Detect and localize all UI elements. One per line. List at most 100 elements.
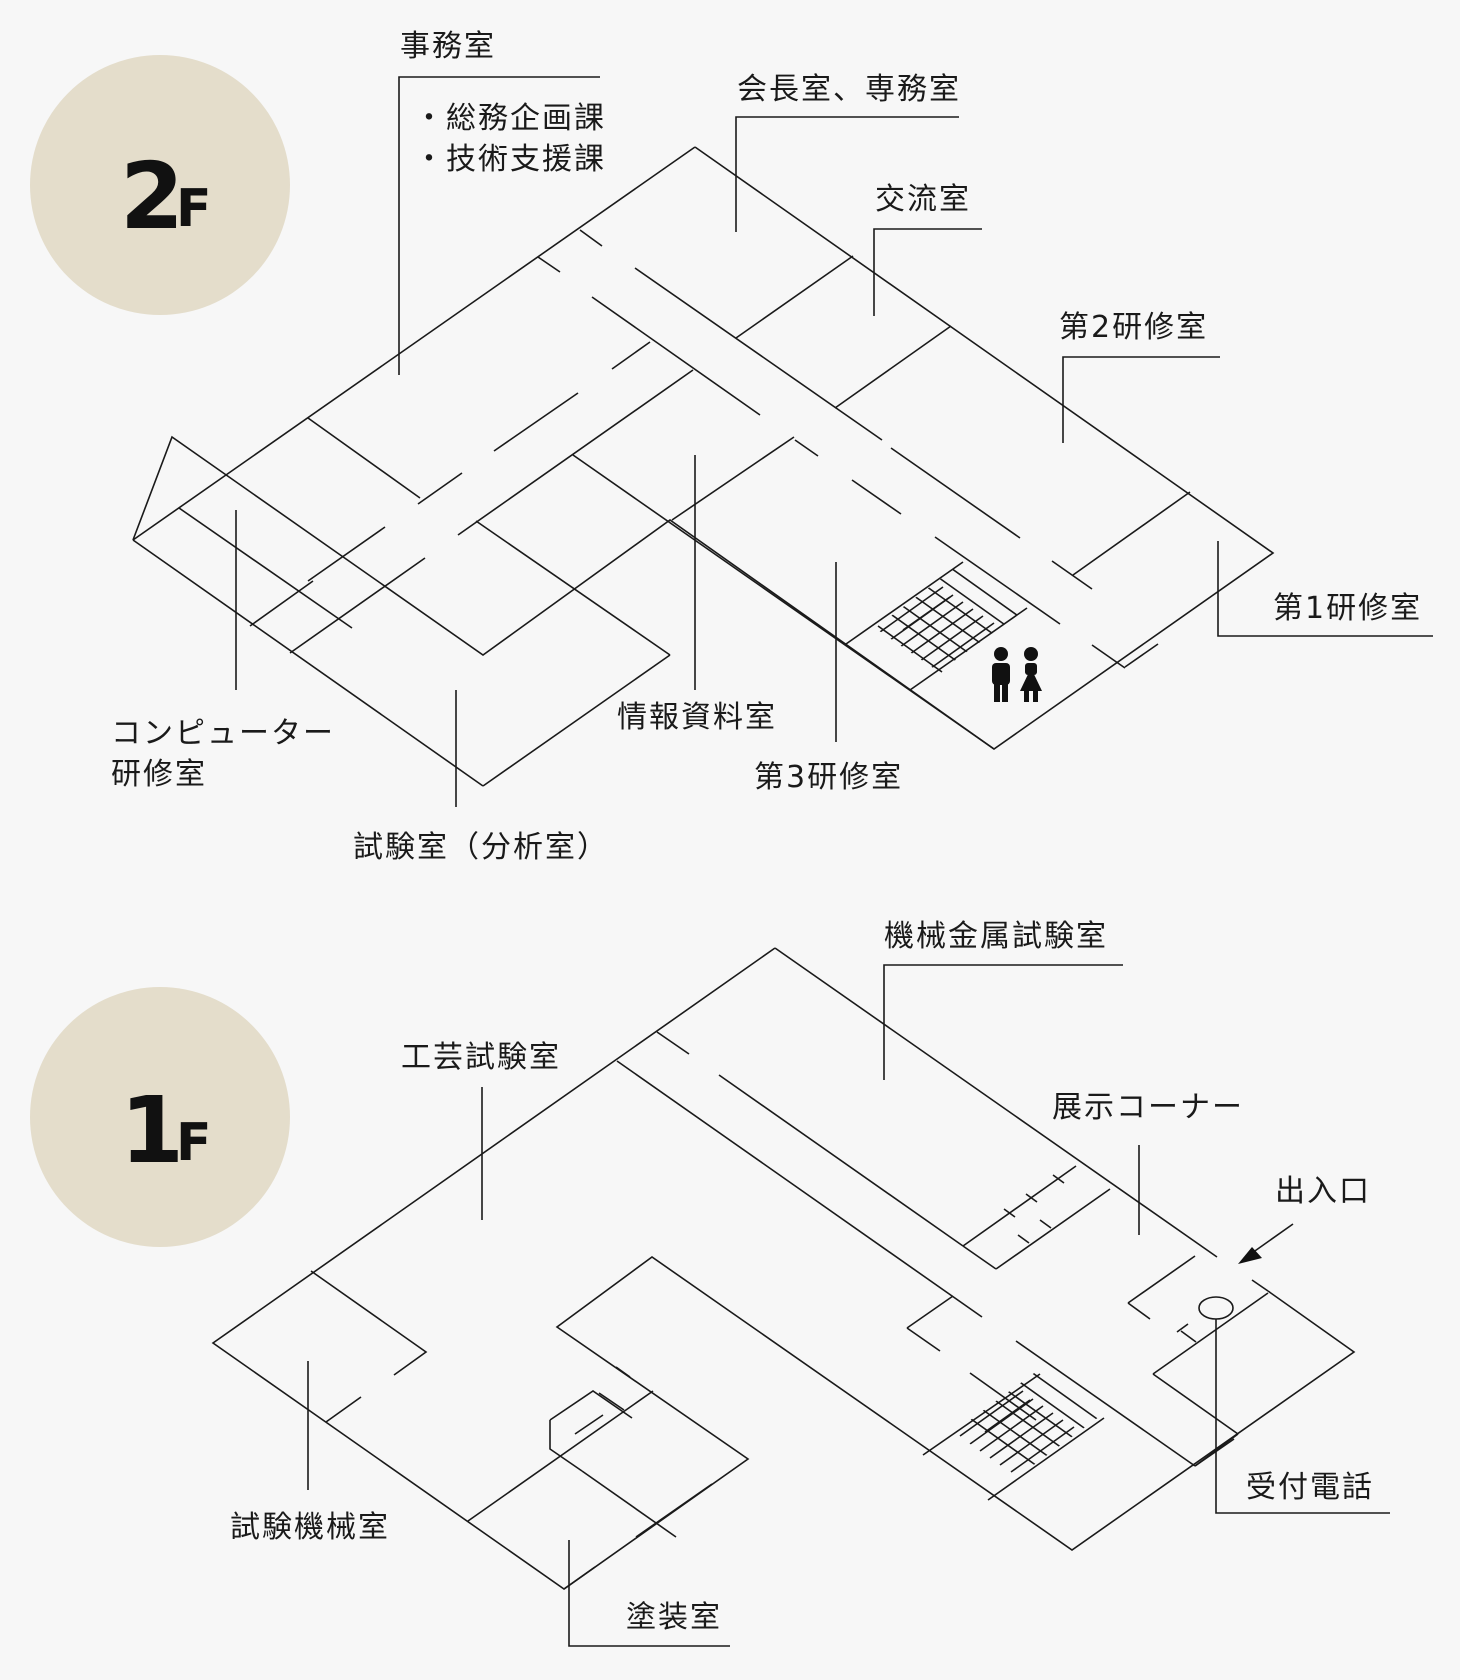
- label-kenshu3: 第3研修室: [754, 760, 903, 795]
- corridor-wall: [969, 1372, 1037, 1421]
- label-uketsuke: 受付電話: [1246, 1470, 1374, 1505]
- badge-2f-suffix: F: [176, 179, 212, 239]
- corridor-wall: [634, 267, 883, 441]
- corridor-wall: [934, 536, 1061, 625]
- room-wall: [178, 507, 353, 629]
- corridor-wall: [1015, 1340, 1196, 1467]
- room-wall: [909, 607, 1028, 691]
- label-kikai-kinzoku: 機械金属試験室: [884, 919, 1108, 954]
- room-wall: [1072, 491, 1191, 576]
- restroom-icon: [992, 647, 1042, 702]
- room-wall: [581, 1470, 677, 1538]
- room-wall: [1127, 1302, 1151, 1320]
- room-wall: [310, 1270, 428, 1376]
- corridor-wall: [616, 1060, 983, 1318]
- room-wall: [845, 561, 964, 645]
- floor-2f-walls: [132, 146, 1275, 787]
- badge-1f: 1 F: [30, 987, 290, 1247]
- corridor-wall: [591, 296, 761, 416]
- label-kenshu2: 第2研修室: [1059, 310, 1208, 345]
- room-wall: [1039, 1219, 1052, 1229]
- room-wall: [1052, 1174, 1065, 1184]
- outer-wall: [132, 539, 484, 787]
- outer-wall: [1251, 1279, 1269, 1292]
- label-deiriguchi: 出入口: [1275, 1174, 1371, 1209]
- room-wall: [962, 1165, 1077, 1247]
- room-wall: [1127, 1255, 1196, 1304]
- floor-2f-plan: 2 F: [30, 29, 1433, 865]
- label-koryu: 交流室: [875, 182, 971, 217]
- label-kenshu1: 第1研修室: [1273, 591, 1422, 626]
- room-wall: [549, 1390, 633, 1421]
- floor-1f-walls: [211, 947, 1356, 1590]
- room-wall: [307, 526, 386, 582]
- label-joho-shiryo: 情報資料室: [617, 700, 777, 735]
- room-wall: [877, 625, 943, 673]
- stairs-icon: [877, 562, 1022, 669]
- label-somu-kikaku: ・総務企画課: [414, 101, 606, 136]
- room-wall: [1025, 1193, 1038, 1203]
- outer-wall: [132, 146, 1275, 750]
- corridor-wall: [1091, 644, 1126, 669]
- room-wall: [987, 1417, 1105, 1501]
- outer-wall: [132, 146, 696, 541]
- room-wall: [615, 1366, 631, 1378]
- room-wall: [307, 417, 421, 499]
- floor-1f-plan: 1 F: [30, 919, 1390, 1647]
- leader-lines-2f: [235, 76, 1433, 807]
- label-shiken: 試験室（分析室）: [353, 830, 609, 865]
- outer-wall: [475, 520, 671, 656]
- arrow-icon: [1238, 1223, 1294, 1264]
- room-wall: [1152, 1373, 1239, 1435]
- room-wall: [635, 1483, 713, 1538]
- label-tenji: 展示コーナー: [1052, 1090, 1244, 1125]
- room-wall: [325, 1396, 362, 1423]
- room-wall: [1180, 1330, 1197, 1343]
- room-wall: [906, 1327, 941, 1352]
- room-wall: [834, 325, 952, 409]
- corridor-wall: [656, 1031, 690, 1055]
- room-wall: [598, 1392, 625, 1411]
- room-wall: [289, 557, 426, 654]
- badge-2f: 2 F: [30, 55, 290, 315]
- label-kaicho-senmu: 会長室、専務室: [737, 72, 961, 107]
- room-wall: [549, 1420, 583, 1472]
- room-wall: [574, 1414, 604, 1435]
- label-shiken-kikai: 試験機械室: [230, 1510, 390, 1545]
- corridor-wall: [890, 447, 1021, 539]
- label-computer-line1: コンピューター: [111, 716, 335, 751]
- room-wall: [1124, 643, 1159, 668]
- corridor-wall: [794, 439, 819, 457]
- outer-wall: [211, 947, 1356, 1590]
- room-wall: [493, 392, 579, 452]
- corridor-wall: [851, 479, 902, 515]
- room-wall: [922, 1373, 1041, 1456]
- label-jimushitsu: 事務室: [400, 29, 496, 64]
- room-wall: [1017, 1234, 1030, 1244]
- corridor-wall: [537, 256, 561, 273]
- label-kogei: 工芸試験室: [401, 1040, 561, 1075]
- room-wall: [457, 369, 694, 536]
- outer-wall: [572, 454, 995, 750]
- telephone-icon: [1198, 1296, 1234, 1320]
- room-wall: [1003, 1208, 1016, 1218]
- label-gijutsu-shien: ・技術支援課: [414, 142, 606, 177]
- room-wall: [1152, 1292, 1269, 1375]
- room-wall: [1176, 1323, 1189, 1333]
- room-wall: [417, 472, 463, 505]
- room-wall: [611, 341, 651, 370]
- leader-lines-1f: [307, 964, 1390, 1647]
- badge-1f-number: 1: [120, 1077, 184, 1184]
- stairs-icon: [956, 1365, 1101, 1473]
- outer-wall: [482, 654, 671, 787]
- room-wall: [249, 580, 314, 627]
- badge-2f-number: 2: [120, 143, 184, 250]
- outer-wall: [774, 947, 1218, 1258]
- label-toso: 塗装室: [626, 1600, 722, 1635]
- room-wall: [735, 255, 854, 339]
- badge-1f-suffix: F: [176, 1113, 212, 1173]
- corridor-wall: [718, 1074, 964, 1247]
- room-wall: [995, 1188, 1111, 1270]
- label-computer-line2: 研修室: [111, 757, 207, 792]
